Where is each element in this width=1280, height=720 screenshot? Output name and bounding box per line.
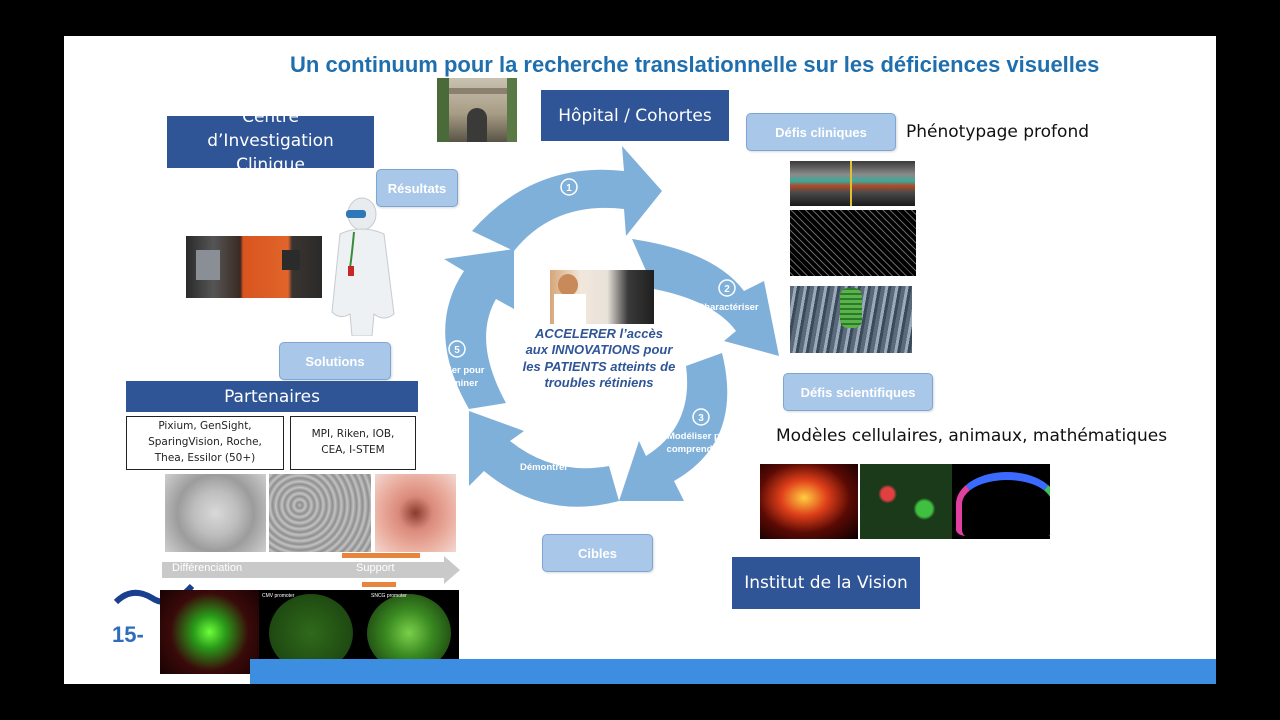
hopital-cohortes-box: Hôpital / Cohortes bbox=[541, 90, 729, 141]
photoreceptor-sem-image bbox=[790, 286, 912, 353]
step-4-label: Démontrer bbox=[520, 462, 568, 473]
cibles-label: Cibles bbox=[577, 545, 617, 561]
slide: Un continuum pour la recherche translati… bbox=[64, 36, 1216, 684]
corridor-photo bbox=[186, 236, 322, 298]
industry-partners-text: Pixium, GenSight, SparingVision, Roche, … bbox=[148, 420, 262, 464]
retina-fluorescence-image-1 bbox=[160, 590, 259, 674]
retina-section-image bbox=[952, 464, 1050, 539]
industry-partners-box: Pixium, GenSight, SparingVision, Roche, … bbox=[126, 416, 284, 470]
solutions-button[interactable]: Solutions bbox=[279, 342, 391, 380]
modeles-text: Modèles cellulaires, animaux, mathématiq… bbox=[776, 426, 1168, 446]
center-line-1: ACCELERER l’accès bbox=[535, 326, 663, 341]
cycle-arrow-5 bbox=[444, 249, 514, 409]
step-5-label-line1: Valider pour bbox=[430, 365, 485, 376]
step-5-label-line2: disséminer bbox=[428, 378, 478, 389]
cic-box: Centre d’Investigation Clinique bbox=[167, 107, 374, 175]
cmv-promoter-label: CMV promoter bbox=[262, 593, 295, 599]
institut-vision-label: Institut de la Vision bbox=[744, 573, 908, 593]
academic-partners-text: MPI, Riken, IOB, CEA, I-STEM bbox=[311, 428, 395, 456]
differenciation-label: Différenciation bbox=[172, 562, 243, 574]
institut-vision-box: Institut de la Vision bbox=[732, 557, 920, 609]
partenaires-label: Partenaires bbox=[224, 386, 320, 407]
phenotypage-text: Phénotypage profond bbox=[906, 122, 1090, 142]
logo-text: 15- bbox=[112, 622, 144, 647]
step-4-number: 4 bbox=[543, 444, 549, 455]
center-line-2: aux INNOVATIONS pour bbox=[525, 342, 673, 358]
step-3-label-line2: comprendre bbox=[667, 444, 722, 455]
sncg-promoter-label: SNCG promoter bbox=[371, 593, 407, 599]
defis-scientifiques-button[interactable]: Défis scientifiques bbox=[783, 373, 933, 411]
step-2-label: Charactériser bbox=[697, 302, 759, 313]
academic-partners-box: MPI, Riken, IOB, CEA, I-STEM bbox=[290, 416, 416, 470]
cycle-arrow-4 bbox=[469, 411, 619, 507]
defis-cliniques-label: Défis cliniques bbox=[775, 124, 867, 140]
center-message: ACCELERER l’accès aux INNOVATIONS pour l… bbox=[504, 326, 694, 391]
slide-title: Un continuum pour la recherche translati… bbox=[290, 52, 1100, 77]
support-label: Support bbox=[356, 562, 395, 574]
cell-staining-image bbox=[860, 464, 952, 539]
center-line-4: troubles rétiniens bbox=[544, 374, 654, 390]
culture-dish-photo bbox=[375, 474, 456, 552]
step-1-number: 1 bbox=[566, 183, 572, 194]
embryo-fluorescence-image bbox=[760, 464, 858, 539]
cycle-arrow-3 bbox=[619, 353, 728, 501]
footer-bar bbox=[250, 659, 1216, 684]
step-5-number: 5 bbox=[454, 345, 460, 356]
center-line-3: les PATIENTS atteints de bbox=[522, 358, 676, 374]
cycle-arrow-1 bbox=[472, 146, 662, 251]
organoid-image-2 bbox=[269, 474, 371, 552]
partenaires-box: Partenaires bbox=[126, 381, 418, 412]
cibles-button[interactable]: Cibles bbox=[542, 534, 653, 572]
cycle-arrow-2 bbox=[632, 239, 779, 356]
organoid-image-1 bbox=[165, 474, 266, 552]
cleanroom-person-illustration bbox=[331, 197, 395, 336]
step-2-number: 2 bbox=[724, 284, 730, 295]
hospital-building-photo bbox=[437, 78, 517, 142]
noise-pattern-image bbox=[790, 210, 916, 276]
timeline-arrow bbox=[162, 553, 460, 587]
step-1-label: Analyser bbox=[549, 233, 589, 244]
step-3-label-line1: Modéliser pour bbox=[667, 431, 735, 442]
hopital-cohortes-label: Hôpital / Cohortes bbox=[558, 105, 712, 126]
resultats-label: Résultats bbox=[387, 180, 447, 196]
defis-scientifiques-label: Défis scientifiques bbox=[800, 384, 916, 400]
solutions-label: Solutions bbox=[305, 353, 365, 369]
oct-scan-image bbox=[790, 161, 915, 206]
research-cycle-diagram: 1 Analyser 2 Charactériser 3 Modéliser p… bbox=[428, 146, 779, 507]
doctor-photo bbox=[550, 270, 654, 324]
defis-cliniques-button[interactable]: Défis cliniques bbox=[746, 113, 896, 151]
step-3-number: 3 bbox=[698, 413, 704, 424]
resultats-button[interactable]: Résultats bbox=[376, 169, 458, 207]
cic-label: Centre d’Investigation Clinique bbox=[207, 107, 334, 175]
